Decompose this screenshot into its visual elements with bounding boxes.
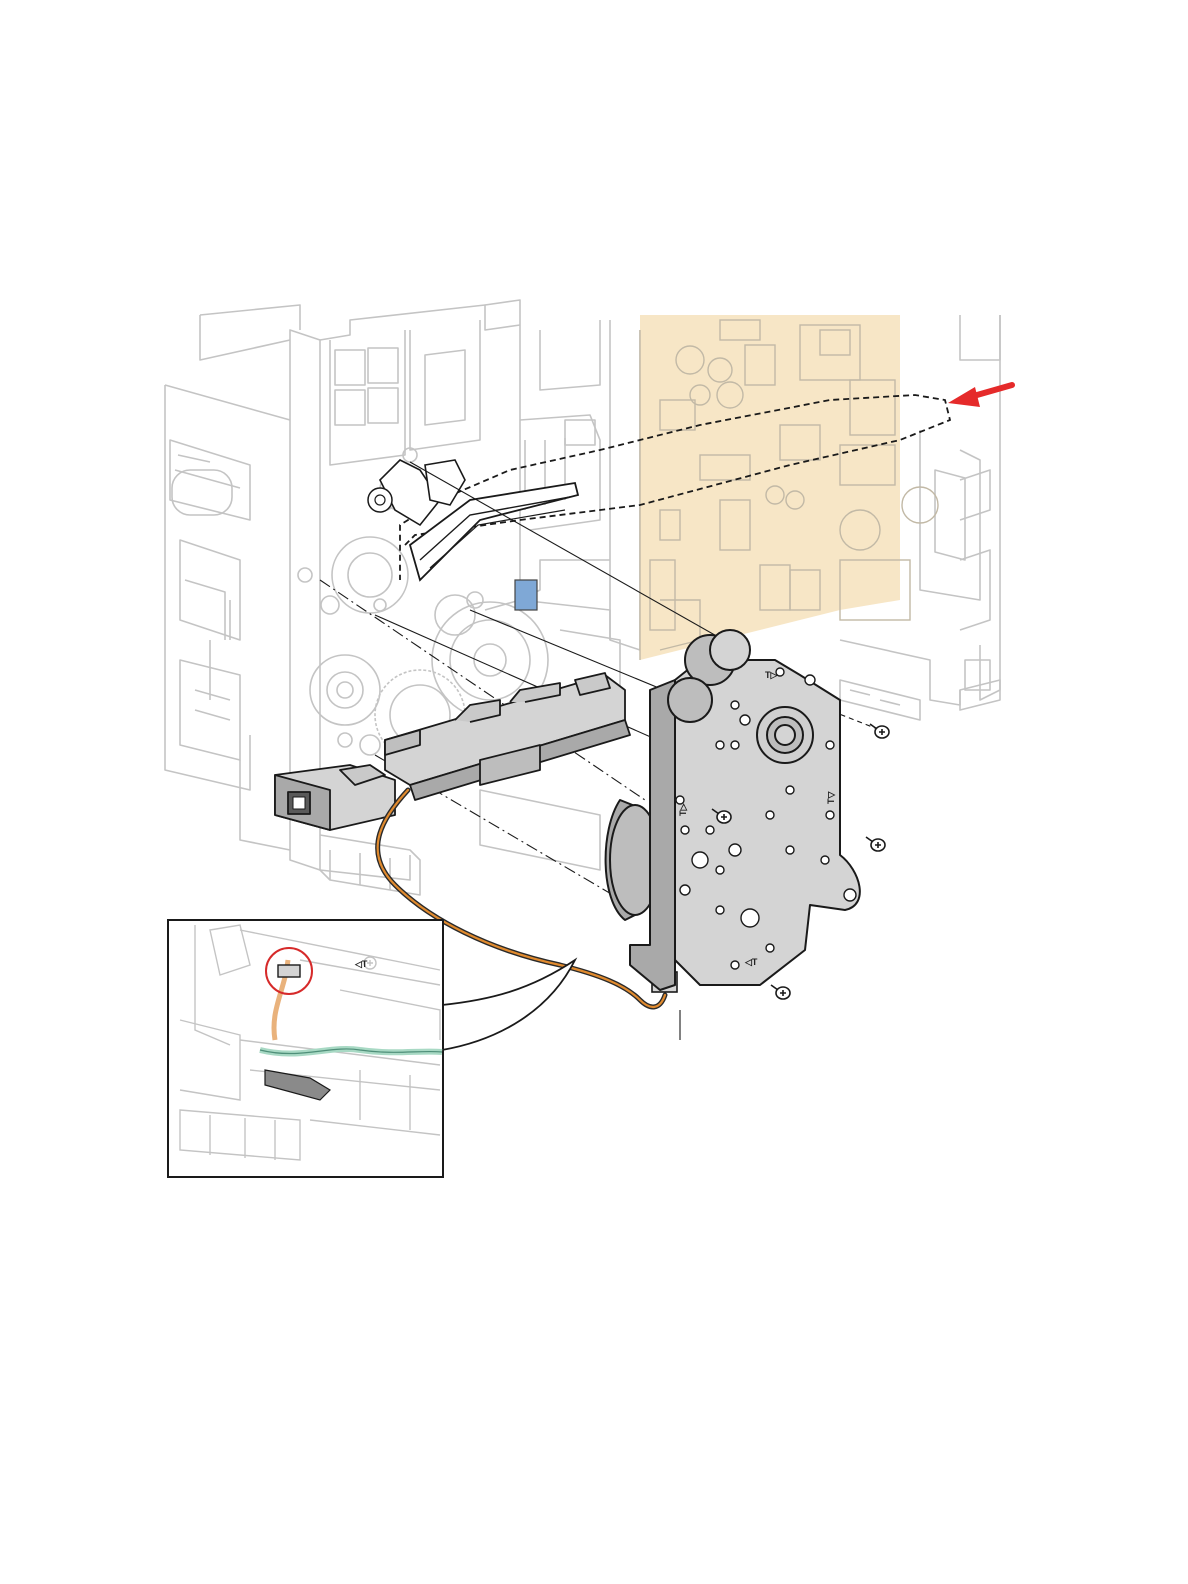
plate-hole bbox=[731, 961, 739, 969]
side-bracket-a bbox=[335, 350, 365, 385]
marking-t-inset: ◁T bbox=[354, 959, 368, 969]
marking-t-left: T▷ bbox=[678, 803, 688, 816]
marking-t-bottom: ◁T bbox=[744, 957, 758, 967]
plate-hole bbox=[786, 846, 794, 854]
plate-hole bbox=[826, 811, 834, 819]
plate-hole bbox=[692, 852, 708, 868]
plate-hole bbox=[706, 826, 714, 834]
plate-hole bbox=[844, 889, 856, 901]
plate-hole bbox=[729, 844, 741, 856]
solenoid bbox=[515, 580, 537, 610]
marking-t-top: T▷ bbox=[765, 670, 778, 680]
drive-motor-assembly bbox=[606, 630, 860, 990]
control-board bbox=[640, 315, 938, 660]
plate-hole bbox=[731, 701, 739, 709]
inset-detail: ◁T bbox=[168, 920, 575, 1177]
side-bracket-b bbox=[368, 348, 398, 383]
plate-hole bbox=[740, 715, 750, 725]
plate-hole bbox=[805, 675, 815, 685]
duct-link bbox=[368, 460, 578, 580]
frame-window bbox=[565, 420, 595, 445]
plate-hole bbox=[681, 826, 689, 834]
marking-t-right: T▽ bbox=[826, 791, 836, 804]
plate-hole bbox=[680, 885, 690, 895]
side-bracket-c bbox=[335, 390, 365, 425]
plate-hole bbox=[716, 866, 724, 874]
plate-hole bbox=[821, 856, 829, 864]
plate-hole bbox=[716, 741, 724, 749]
plate-hole bbox=[766, 944, 774, 952]
plate-hole bbox=[676, 796, 684, 804]
plate-hole bbox=[766, 811, 774, 819]
plate-hole bbox=[741, 909, 759, 927]
side-bracket-d bbox=[368, 388, 398, 423]
arrow-icon bbox=[948, 385, 1012, 407]
plate-hole bbox=[731, 741, 739, 749]
plate-hole bbox=[786, 786, 794, 794]
plate-hole bbox=[716, 906, 724, 914]
plate-hole bbox=[826, 741, 834, 749]
